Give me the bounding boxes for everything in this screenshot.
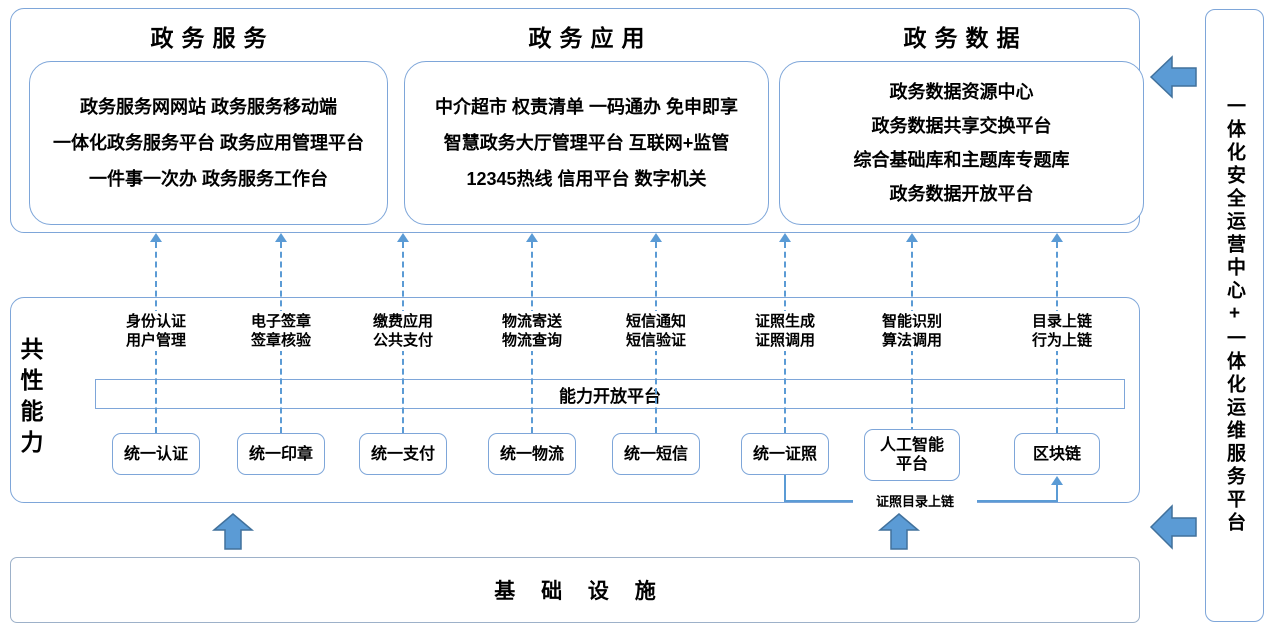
- service-box-logistics: 统一物流: [488, 433, 576, 475]
- capability-label: 目录上链 行为上链: [1007, 311, 1117, 351]
- applications-panel-box: 中介超市 权责清单 一码通办 免申即享 智慧政务大厅管理平台 互联网+监管 12…: [404, 61, 769, 225]
- certificate-chain-connector-line: [1056, 483, 1058, 502]
- panel-title-services: 政务服务: [150, 25, 275, 51]
- application-line: 12345热线 信用平台 数字机关: [466, 169, 707, 189]
- service-box-certificate: 统一证照: [741, 433, 829, 475]
- service-line: 一体化政务服务平台 政务应用管理平台: [53, 133, 364, 153]
- service-box-ai-platform: 人工智能 平台: [864, 429, 960, 481]
- infrastructure-bar: 基 础 设 施: [10, 557, 1140, 623]
- dashed-up-arrowhead-icon: [275, 233, 287, 242]
- capability-label: 短信通知 短信验证: [601, 311, 711, 351]
- data-line: 政务数据共享交换平台: [871, 116, 1052, 136]
- certificate-chain-connector-label: 证照目录上链: [853, 491, 977, 510]
- services-panel-box: 政务服务网网站 政务服务移动端 一体化政务服务平台 政务应用管理平台 一件事一次…: [29, 61, 388, 225]
- data-line: 政务数据资源中心: [889, 82, 1034, 102]
- common-capabilities-label: 共性能力: [17, 337, 43, 461]
- capability-label: 电子签章 签章核验: [226, 311, 336, 351]
- sidebar-label: 一体化安全运营中心+一体化运维服务平台: [1224, 96, 1245, 535]
- up-block-arrow-icon: [211, 513, 255, 550]
- dashed-up-arrowhead-icon: [1051, 233, 1063, 242]
- panel-title-applications: 政务应用: [528, 25, 653, 51]
- left-block-arrow-icon: [1149, 55, 1197, 99]
- application-line: 中介超市 权责清单 一码通办 免申即享: [434, 97, 738, 117]
- dashed-up-arrowhead-icon: [526, 233, 538, 242]
- service-line: 政务服务网网站 政务服务移动端: [80, 97, 337, 117]
- left-block-arrow-icon: [1149, 504, 1197, 550]
- data-line: 综合基础库和主题库专题库: [853, 150, 1070, 170]
- dashed-up-arrowhead-icon: [397, 233, 409, 242]
- application-line: 智慧政务大厅管理平台 互联网+监管: [443, 133, 730, 153]
- certificate-chain-connector-line: [784, 475, 786, 502]
- service-box-sms: 统一短信: [612, 433, 700, 475]
- service-box-payment: 统一支付: [359, 433, 447, 475]
- service-box-seal: 统一印章: [237, 433, 325, 475]
- service-box-blockchain: 区块链: [1014, 433, 1100, 475]
- top-panels-container: 政务服务 政务应用 政务数据 政务服务网网站 政务服务移动端 一体化政务服务平台…: [10, 8, 1144, 233]
- service-box-auth: 统一认证: [112, 433, 200, 475]
- dashed-up-arrowhead-icon: [650, 233, 662, 242]
- connector-up-arrowhead-icon: [1051, 476, 1063, 485]
- service-line: 一件事一次办 政务服务工作台: [89, 169, 328, 189]
- security-ops-sidebar: 一体化安全运营中心+一体化运维服务平台: [1205, 9, 1264, 622]
- data-panel-box: 政务数据资源中心 政务数据共享交换平台 综合基础库和主题库专题库 政务数据开放平…: [779, 61, 1144, 225]
- dashed-up-arrowhead-icon: [779, 233, 791, 242]
- open-platform-bar: 能力开放平台: [95, 379, 1125, 409]
- data-line: 政务数据开放平台: [889, 184, 1034, 204]
- capability-label: 证照生成 证照调用: [730, 311, 840, 351]
- panel-title-data: 政务数据: [903, 25, 1028, 51]
- capability-label: 缴费应用 公共支付: [348, 311, 458, 351]
- capability-label: 物流寄送 物流查询: [477, 311, 587, 351]
- dashed-up-arrowhead-icon: [906, 233, 918, 242]
- capability-label: 身份认证 用户管理: [101, 311, 211, 351]
- infrastructure-label: 基 础 设 施: [494, 580, 666, 603]
- up-block-arrow-icon: [877, 513, 921, 550]
- dashed-up-arrowhead-icon: [150, 233, 162, 242]
- capability-label: 智能识别 算法调用: [857, 311, 967, 351]
